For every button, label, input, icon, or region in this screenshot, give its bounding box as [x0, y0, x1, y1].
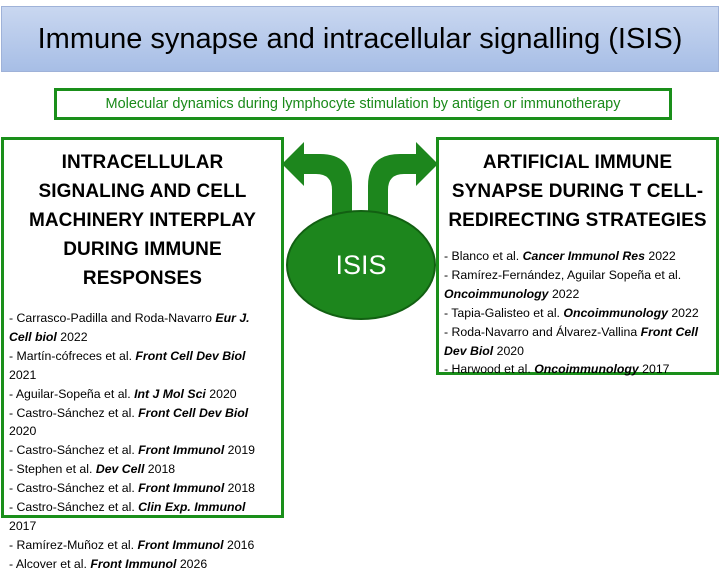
page-title: Immune synapse and intracellular signall… [37, 22, 683, 55]
reference-journal: Oncoimmunology [444, 286, 549, 301]
reference-year: 2018 [144, 462, 176, 477]
reference-journal: Front Cell Dev Biol [138, 405, 249, 420]
reference-journal: Front Immunol [138, 443, 225, 458]
reference-authors: - Ramírez-Fernández, Aguilar Sopeña et a… [444, 267, 682, 282]
reference-authors: - Roda-Navarro and Álvarez-Vallina [444, 324, 641, 339]
reference-year: 2026 [176, 556, 208, 571]
reference-item: - Castro-Sánchez et al. Front Immunol 20… [9, 441, 275, 460]
reference-year: 2017 [9, 518, 37, 533]
reference-authors: - Martín-cófreces et al. [9, 348, 136, 363]
reference-item: - Aguilar-Sopeña et al. Int J Mol Sci 20… [9, 385, 275, 404]
right-arrow [368, 142, 438, 230]
reference-item: - Ramírez-Muñoz et al. Front Immunol 201… [9, 536, 275, 555]
left-panel-heading: INTRACELLULAR SIGNALING AND CELL MACHINE… [28, 152, 257, 289]
reference-year: 2022 [548, 286, 580, 301]
reference-journal: Clin Exp. Immunol [138, 500, 246, 515]
reference-item: - Castro-Sánchez et al. Front Cell Dev B… [9, 404, 275, 442]
reference-journal: Front Immunol [138, 481, 225, 496]
reference-authors: - Carrasco-Padilla and Roda-Navarro [9, 311, 216, 325]
reference-item: - Blanco et al. Cancer Immunol Res 2022 [444, 247, 710, 266]
split-arrows [282, 142, 438, 230]
reference-journal: Oncoimmunology [563, 305, 668, 320]
reference-year: 2022 [667, 305, 699, 320]
reference-journal: Int J Mol Sci [134, 386, 206, 401]
reference-year: 2017 [638, 362, 670, 377]
reference-year: 2020 [205, 386, 237, 401]
reference-journal: Eur J. Cell biol [9, 311, 250, 344]
reference-authors: - Stephen et al. [9, 462, 96, 477]
reference-journal: Front Cell Dev Biol [135, 348, 246, 363]
reference-authors: - Castro-Sánchez et al. [9, 443, 139, 458]
reference-authors: - Castro-Sánchez et al. [9, 405, 139, 420]
reference-item: - Castro-Sánchez et al. Front Immunol 20… [9, 479, 275, 498]
reference-year: 2022 [644, 249, 676, 263]
reference-authors: - Harwood et al. [444, 362, 535, 377]
reference-year: 2022 [56, 329, 88, 344]
reference-item: - Carrasco-Padilla and Roda-Navarro Eur … [9, 309, 275, 347]
reference-year: 2020 [493, 343, 524, 358]
reference-item: - Stephen et al. Dev Cell 2018 [9, 460, 275, 479]
reference-journal: Cancer Immunol Res [522, 249, 645, 263]
subtitle-box: Molecular dynamics during lymphocyte sti… [54, 88, 672, 120]
right-reference-list: - Blanco et al. Cancer Immunol Res 2022-… [439, 247, 716, 379]
reference-authors: - Castro-Sánchez et al. [9, 500, 139, 515]
left-reference-list: - Carrasco-Padilla and Roda-Navarro Eur … [4, 309, 281, 574]
isis-circle: ISIS [286, 210, 436, 320]
reference-year: 2021 [9, 367, 37, 382]
subtitle-text: Molecular dynamics during lymphocyte sti… [105, 96, 621, 112]
left-panel: INTRACELLULAR SIGNALING AND CELL MACHINE… [1, 137, 284, 571]
reference-authors: - Castro-Sánchez et al. [9, 481, 139, 496]
reference-item: - Tapia-Galisteo et al. Oncoimmunology 2… [444, 304, 710, 323]
title-banner: Immune synapse and intracellular signall… [1, 6, 719, 72]
reference-year: 2018 [224, 481, 256, 496]
reference-authors: - Blanco et al. [444, 249, 523, 263]
left-arrow [282, 142, 352, 230]
reference-journal: Front Cell Dev Biol [444, 324, 698, 358]
reference-year: 2020 [9, 424, 37, 439]
reference-year: 2019 [224, 443, 256, 458]
right-panel: ARTIFICIAL IMMUNE SYNAPSE DURING T CELL-… [436, 137, 719, 376]
reference-item: - Castro-Sánchez et al. Clin Exp. Immuno… [9, 498, 275, 536]
reference-item: - Martín-cófreces et al. Front Cell Dev … [9, 347, 275, 385]
reference-authors: - Alcover et al. [9, 556, 91, 571]
isis-label: ISIS [335, 249, 387, 280]
right-panel-heading: ARTIFICIAL IMMUNE SYNAPSE DURING T CELL-… [448, 152, 707, 231]
reference-item: - Roda-Navarro and Álvarez-Vallina Front… [444, 323, 710, 361]
reference-item: - Alcover et al. Front Immunol 2026 [9, 555, 275, 574]
reference-journal: Dev Cell [95, 462, 145, 477]
reference-authors: - Tapia-Galisteo et al. [444, 305, 564, 320]
reference-item: - Harwood et al. Oncoimmunology 2017 [444, 360, 710, 379]
reference-journal: Front Immunol [90, 556, 177, 571]
reference-authors: - Aguilar-Sopeña et al. [9, 386, 135, 401]
reference-item: - Ramírez-Fernández, Aguilar Sopeña et a… [444, 266, 710, 304]
reference-journal: Oncoimmunology [534, 362, 639, 377]
